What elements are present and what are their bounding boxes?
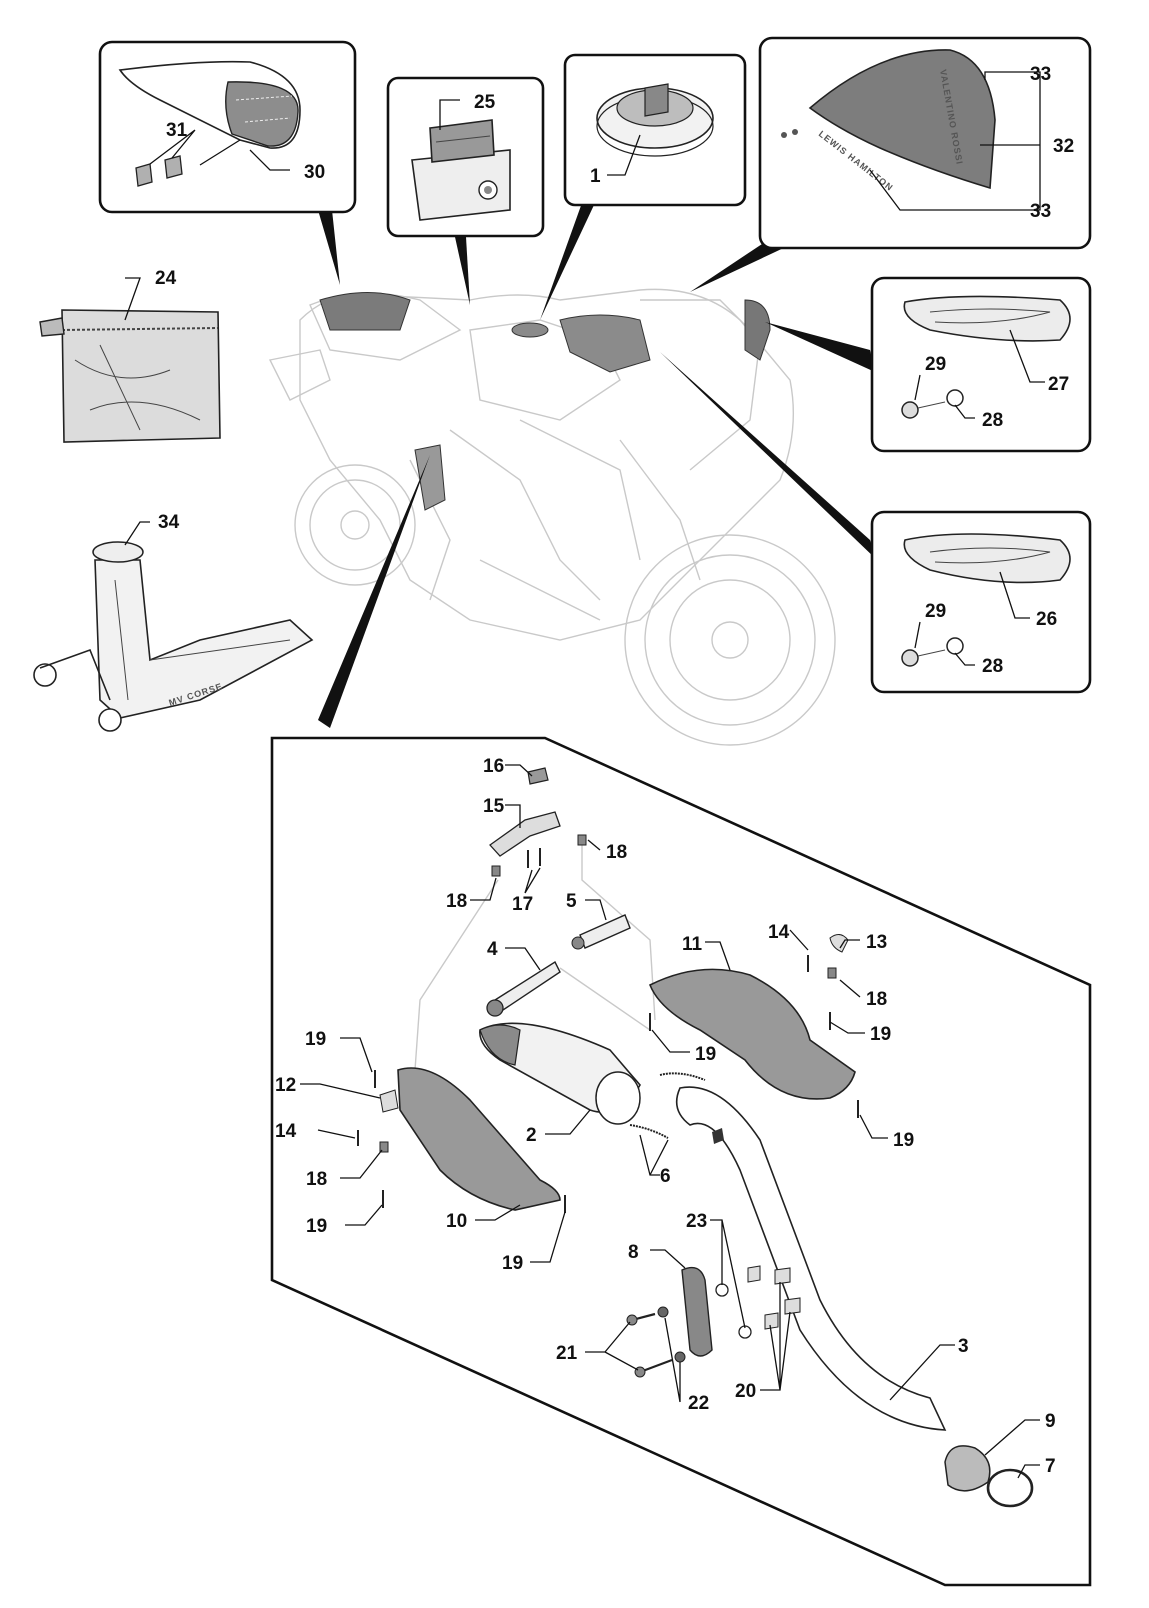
label-33-bottom: 33: [1030, 201, 1051, 222]
label-7: 7: [1045, 1456, 1056, 1477]
label-14-left: 14: [275, 1121, 297, 1142]
label-19-e: 19: [306, 1216, 327, 1237]
label-18-d: 18: [306, 1169, 327, 1190]
exhaust-kit-parts: [357, 767, 1034, 1508]
label-31: 31: [166, 120, 188, 141]
label-1: 1: [590, 166, 601, 187]
ecu-unit: [411, 119, 511, 221]
label-10: 10: [446, 1211, 467, 1232]
bike-cover-bag: [39, 309, 221, 443]
label-30: 30: [304, 162, 325, 183]
seat-cowl: [118, 60, 301, 187]
label-17: 17: [512, 894, 533, 915]
label-6: 6: [660, 1166, 671, 1187]
callout-frames: [98, 36, 1092, 1587]
label-14-right: 14: [768, 922, 790, 943]
label-19-b: 19: [695, 1044, 716, 1065]
label-2: 2: [526, 1125, 537, 1146]
label-8: 8: [628, 1242, 639, 1263]
label-25: 25: [474, 92, 496, 113]
fuel-cap: [596, 83, 714, 157]
label-22: 22: [688, 1393, 709, 1414]
label-28-lower: 28: [982, 656, 1003, 677]
label-20: 20: [735, 1381, 756, 1402]
label-24: 24: [155, 268, 177, 289]
label-32: 32: [1053, 136, 1074, 157]
label-28-upper: 28: [982, 410, 1003, 431]
label-19-a: 19: [870, 1024, 891, 1045]
mirror-cover-upper: [901, 295, 1071, 419]
label-27: 27: [1048, 374, 1069, 395]
label-19-c: 19: [893, 1130, 914, 1151]
label-18-b: 18: [446, 891, 467, 912]
paddock-stand: MV CORSE: [33, 541, 314, 732]
label-18-a: 18: [606, 842, 627, 863]
label-13: 13: [866, 932, 887, 953]
label-21: 21: [556, 1343, 578, 1364]
label-5: 5: [566, 891, 577, 912]
motorcycle-illustration: [268, 288, 836, 746]
label-19-d: 19: [305, 1029, 326, 1050]
label-3: 3: [958, 1336, 969, 1357]
label-9: 9: [1045, 1411, 1056, 1432]
label-15: 15: [483, 796, 505, 817]
label-18-c: 18: [866, 989, 887, 1010]
mirror-cover-lower: [901, 533, 1071, 667]
part-number-labels: 31 30 25 1 33 32 33 24 29 27 28 34 29 26…: [155, 64, 1074, 1477]
label-19-f: 19: [502, 1253, 523, 1274]
label-29-upper: 29: [925, 354, 946, 375]
label-23: 23: [686, 1211, 707, 1232]
label-11: 11: [682, 934, 703, 955]
label-4: 4: [487, 939, 498, 960]
label-33-top: 33: [1030, 64, 1051, 85]
label-12: 12: [275, 1075, 296, 1096]
exhaust-kit-panel: [270, 736, 1092, 1587]
leader-lines: [124, 71, 1045, 1479]
label-34: 34: [158, 512, 180, 533]
label-29-lower: 29: [925, 601, 946, 622]
label-16: 16: [483, 756, 504, 777]
label-26: 26: [1036, 609, 1057, 630]
